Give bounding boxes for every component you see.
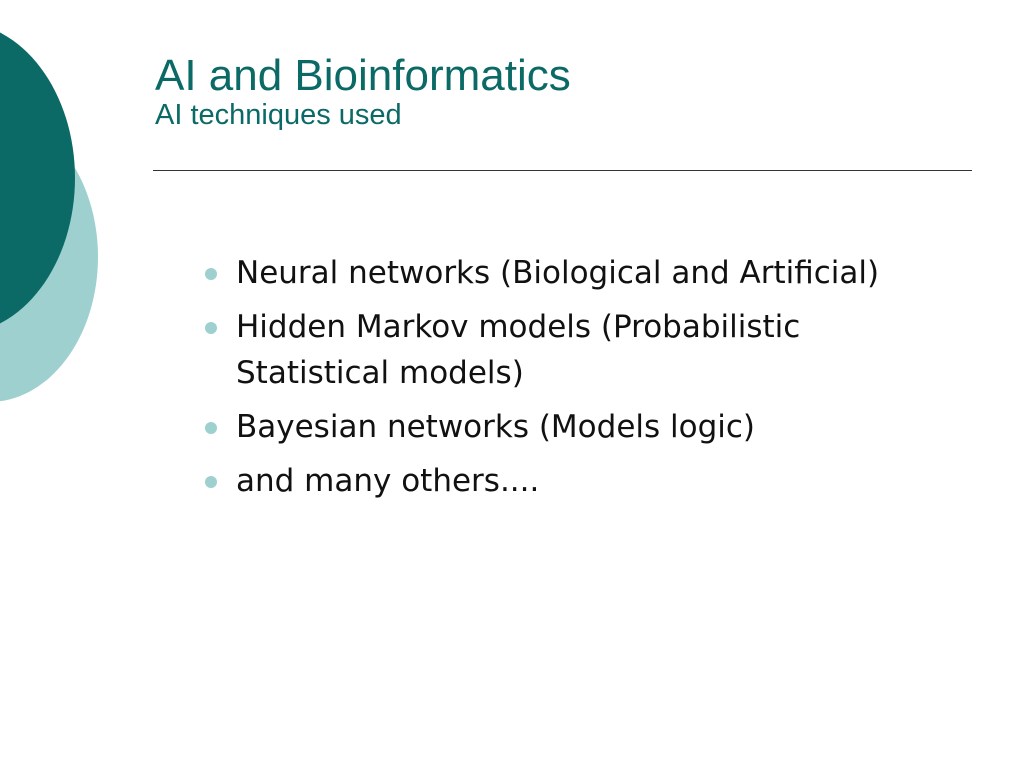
bullet-dot-icon [205, 322, 217, 334]
bullet-dot-icon [205, 268, 217, 280]
title-divider [153, 170, 972, 171]
slide-subtitle: AI techniques used [155, 99, 402, 131]
bullet-item: Neural networks (Biological and Artifici… [205, 250, 905, 296]
bullet-text: Neural networks (Biological and Artifici… [236, 255, 880, 291]
bullet-dot-icon [205, 476, 217, 488]
bullet-item: and many others.... [205, 458, 905, 504]
bullet-item: Bayesian networks (Models logic) [205, 404, 905, 450]
slide-title: AI and Bioinformatics [155, 51, 571, 100]
bullet-text: Bayesian networks (Models logic) [236, 409, 756, 445]
bullet-list: Neural networks (Biological and Artifici… [205, 250, 905, 512]
bullet-dot-icon [205, 422, 217, 434]
bullet-text: and many others.... [236, 463, 540, 499]
bullet-text: Hidden Markov models (Probabilistic Stat… [236, 309, 801, 391]
bullet-item: Hidden Markov models (Probabilistic Stat… [205, 304, 905, 396]
